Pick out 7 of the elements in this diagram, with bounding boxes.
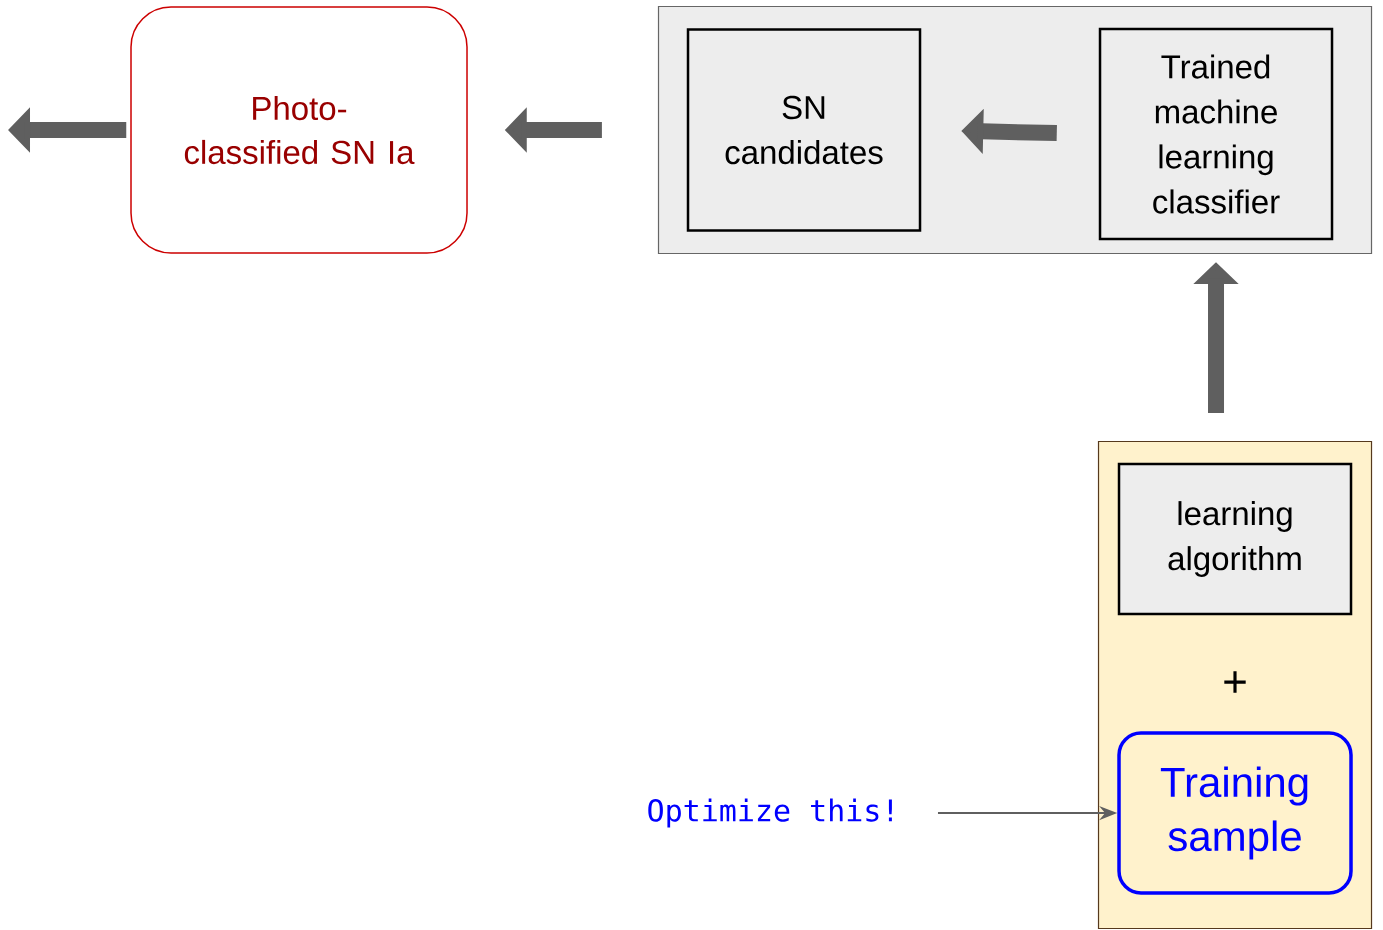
process-box: learning algorithm: [1117, 462, 1353, 616]
process-box: SN candidates: [686, 28, 922, 232]
process-box: Trained machine learning classifier: [1098, 27, 1334, 241]
note-text: Optimize this!: [648, 798, 892, 828]
sample-box: Training sample: [1117, 731, 1353, 895]
plus-sign: +: [1224, 671, 1246, 693]
result-box: Photo-classified SN Ia: [130, 6, 468, 254]
